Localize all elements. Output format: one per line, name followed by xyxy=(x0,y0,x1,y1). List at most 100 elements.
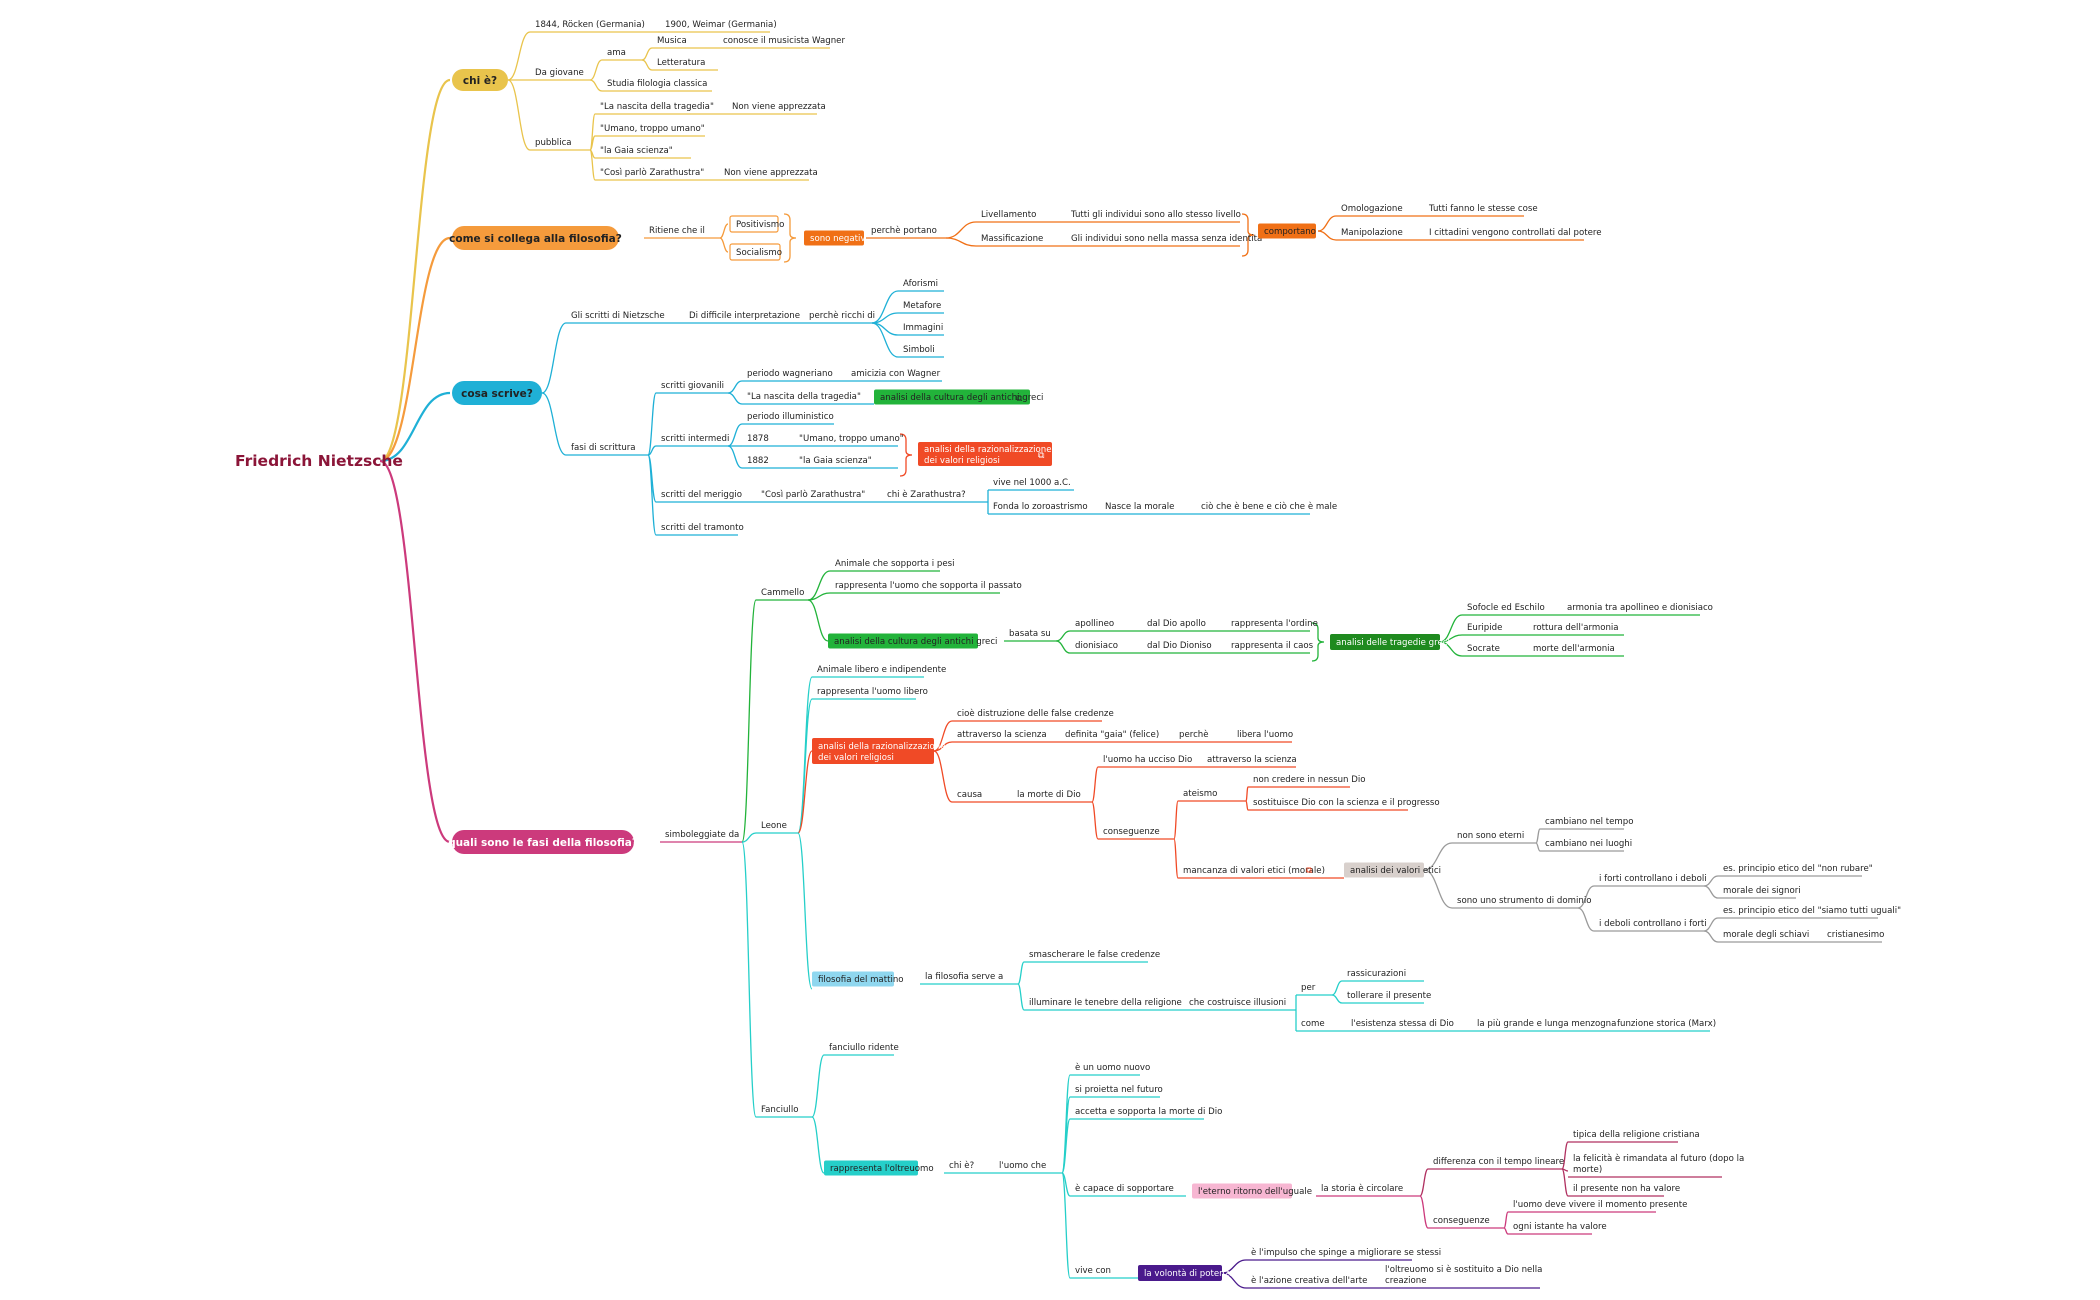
node-label[interactable]: "Così parlò Zarathustra" xyxy=(600,167,704,178)
branch-scrive[interactable]: cosa scrive? xyxy=(461,388,533,400)
node-label[interactable]: Non viene apprezzata xyxy=(724,168,818,178)
node-label[interactable]: Omologazione xyxy=(1341,204,1403,214)
branch-chi-e-box[interactable] xyxy=(452,69,508,91)
positivismo[interactable]: Positivismo xyxy=(736,220,784,230)
node-label[interactable]: 1844, Röcken (Germania) xyxy=(535,20,645,30)
node-label[interactable]: cioè distruzione delle false credenze xyxy=(957,708,1114,719)
node-label[interactable]: periodo wagneriano xyxy=(747,369,833,379)
node-label[interactable]: rassicurazioni xyxy=(1347,969,1406,979)
node-label[interactable]: Socrate xyxy=(1467,644,1500,654)
node-label[interactable]: l'esistenza stessa di Dio xyxy=(1351,1019,1454,1029)
node-label[interactable]: Cammello xyxy=(761,588,804,598)
node-label[interactable]: Animale che sopporta i pesi xyxy=(835,559,954,569)
node-label[interactable]: armonia tra apollineo e dionisiaco xyxy=(1567,603,1713,613)
analisi-cultura-greca-box[interactable] xyxy=(828,633,978,649)
node-label[interactable]: Sofocle ed Eschilo xyxy=(1467,603,1545,613)
node-label[interactable]: attraverso la scienza xyxy=(957,730,1047,740)
analisi-cultura-greca-ref-box[interactable] xyxy=(874,389,1030,405)
node-label[interactable]: è capace di sopportare xyxy=(1075,1183,1174,1194)
node-label[interactable]: Musica xyxy=(657,36,687,46)
node-label-line2[interactable]: dei valori religiosi xyxy=(818,753,894,763)
node-label[interactable]: Gli individui sono nella massa senza ide… xyxy=(1071,234,1262,244)
node-label[interactable]: "la Gaia scienza" xyxy=(600,146,673,156)
node-label[interactable]: dionisiaco xyxy=(1075,641,1118,651)
root-title[interactable]: Friedrich Nietzsche xyxy=(235,452,403,470)
link-icon[interactable]: ⧉ xyxy=(1306,866,1313,876)
node-label[interactable]: morale dei signori xyxy=(1723,886,1801,896)
branch-chi-e[interactable]: chi è? xyxy=(463,75,497,87)
node-label-line1[interactable]: la felicità è rimandata al futuro (dopo … xyxy=(1573,1153,1744,1164)
node-label[interactable]: simboleggiate da xyxy=(665,830,739,840)
analisi-tragedie-greche-box[interactable] xyxy=(1330,634,1440,650)
node-label[interactable]: perchè xyxy=(1179,729,1209,740)
node-label[interactable]: cambiano nei luoghi xyxy=(1545,839,1632,849)
filosofia-del-mattino-box[interactable] xyxy=(812,971,894,987)
node-label[interactable]: si proietta nel futuro xyxy=(1075,1085,1163,1095)
branch-filosofia[interactable]: come si collega alla filosofia? xyxy=(449,233,622,245)
node-label[interactable]: Ritiene che il xyxy=(649,226,705,236)
node-label[interactable]: la morte di Dio xyxy=(1017,790,1081,800)
node-label[interactable]: rappresenta l'uomo che sopporta il passa… xyxy=(835,581,1022,591)
node-label[interactable]: "La nascita della tragedia" xyxy=(600,102,714,112)
node-label[interactable]: che costruisce illusioni xyxy=(1189,998,1286,1008)
node-label[interactable]: morale degli schiavi xyxy=(1723,930,1809,940)
analisi-valori-etici-box[interactable] xyxy=(1344,862,1424,878)
node-label[interactable]: es. principio etico del "siamo tutti ugu… xyxy=(1723,906,1901,916)
node-label[interactable]: basata su xyxy=(1009,629,1051,639)
node-label[interactable]: Tutti gli individui sono allo stesso liv… xyxy=(1070,210,1241,220)
node-label[interactable]: è un uomo nuovo xyxy=(1075,1062,1150,1073)
node-label[interactable]: mancanza di valori etici (morale) xyxy=(1183,866,1325,876)
branch-fasi[interactable]: quali sono le fasi della filosofia? xyxy=(448,837,638,849)
node-label[interactable]: Studia filologia classica xyxy=(607,79,707,89)
node-label[interactable]: la storia è circolare xyxy=(1321,1183,1403,1194)
eterno-ritorno-box[interactable] xyxy=(1192,1183,1292,1199)
node-label[interactable]: non credere in nessun Dio xyxy=(1253,775,1366,785)
node-label[interactable]: l'uomo ha ucciso Dio xyxy=(1103,755,1192,765)
node-label[interactable]: i deboli controllano i forti xyxy=(1599,919,1707,929)
sono-negativi-box[interactable] xyxy=(804,230,864,246)
node-label[interactable]: conseguenze xyxy=(1433,1216,1490,1226)
node-label[interactable]: come xyxy=(1301,1019,1325,1029)
node-label-line2[interactable]: dei valori religiosi xyxy=(924,456,1000,466)
analisi-razionalizzazione-box[interactable] xyxy=(812,738,934,764)
node-label[interactable]: "La nascita della tragedia" xyxy=(747,392,861,402)
node-label[interactable]: attraverso la scienza xyxy=(1207,755,1297,765)
link-icon[interactable]: ⧉ xyxy=(1016,394,1023,404)
node-label[interactable]: Leone xyxy=(761,821,787,831)
sono-negativi[interactable]: sono negativi xyxy=(810,234,868,244)
node-label[interactable]: fanciullo ridente xyxy=(829,1043,899,1053)
node-label-line1[interactable]: l'oltreuomo si è sostituito a Dio nella xyxy=(1385,1264,1542,1275)
node-label[interactable]: rappresenta l'uomo libero xyxy=(817,687,928,697)
node-label[interactable]: scritti giovanili xyxy=(661,381,724,391)
node-label[interactable]: tipica della religione cristiana xyxy=(1573,1130,1700,1140)
node-label[interactable]: i forti controllano i deboli xyxy=(1599,874,1707,884)
node-label[interactable]: rappresenta il caos xyxy=(1231,641,1314,651)
node-label[interactable]: "Umano, troppo umano" xyxy=(799,434,904,444)
node-label[interactable]: Animale libero e indipendente xyxy=(817,665,946,675)
node-label[interactable]: Euripide xyxy=(1467,623,1502,633)
rappresenta-oltreuomo[interactable]: rappresenta l'oltreuomo xyxy=(830,1164,934,1174)
node-label[interactable]: es. principio etico del "non rubare" xyxy=(1723,864,1873,874)
node-label[interactable]: periodo illuministico xyxy=(747,412,834,422)
node-label[interactable]: Metafore xyxy=(903,301,941,311)
link-icon[interactable]: ⧉ xyxy=(1038,451,1045,461)
node-label[interactable]: Nasce la morale xyxy=(1105,502,1174,512)
node-label[interactable]: cambiano nel tempo xyxy=(1545,817,1634,827)
volonta-di-potenza-box[interactable] xyxy=(1138,1265,1222,1281)
node-label[interactable]: Non viene apprezzata xyxy=(732,102,826,112)
node-label[interactable]: conseguenze xyxy=(1103,827,1160,837)
node-label[interactable]: Fonda lo zoroastrismo xyxy=(993,502,1088,512)
node-label[interactable]: rappresenta l'ordine xyxy=(1231,619,1318,629)
analisi-valori-etici[interactable]: analisi dei valori etici xyxy=(1350,866,1441,876)
node-label[interactable]: differenza con il tempo lineare xyxy=(1433,1157,1564,1167)
node-label[interactable]: la più grande e lunga menzogna xyxy=(1477,1019,1616,1029)
node-label[interactable]: accetta e sopporta la morte di Dio xyxy=(1075,1107,1222,1117)
node-label[interactable]: pubblica xyxy=(535,138,572,148)
node-label[interactable]: Di difficile interpretazione xyxy=(689,311,800,321)
branch-fasi-box[interactable] xyxy=(452,830,634,854)
node-label[interactable]: scritti del tramonto xyxy=(661,523,744,533)
node-label[interactable]: dal Dio Dioniso xyxy=(1147,641,1212,651)
node-label[interactable]: Fanciullo xyxy=(761,1105,798,1115)
analisi-cultura-greca[interactable]: analisi della cultura degli antichi grec… xyxy=(834,637,997,647)
node-label[interactable]: 1900, Weimar (Germania) xyxy=(665,20,777,30)
